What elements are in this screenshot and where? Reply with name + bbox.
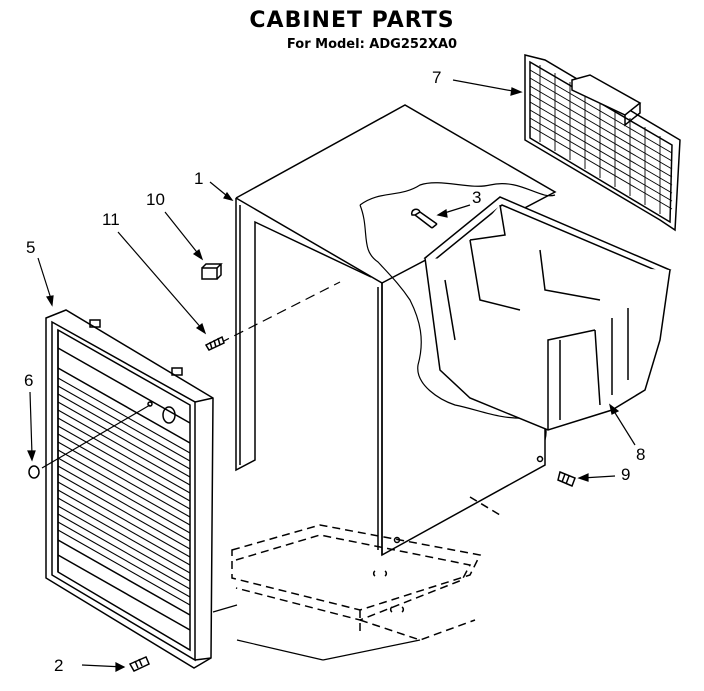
tub-basket [423,196,672,431]
callout-8: 8 [636,445,645,464]
screw-part-2 [128,656,150,672]
callout-7: 7 [432,68,441,87]
screw-part-9 [557,470,576,487]
front-panel-louvers [57,377,191,606]
leader-lines [27,79,636,672]
floor-outline [231,496,501,641]
screw-part-3 [410,208,438,229]
cabinet-back-lines [212,604,421,661]
callout-6: 6 [24,371,33,390]
mount-line-6 [41,404,151,469]
spacer-part-10 [201,263,223,280]
callout-5: 5 [26,238,35,257]
callout-9: 9 [621,465,630,484]
callout-3: 3 [472,188,481,207]
callout-10: 10 [146,190,165,209]
callout-2: 2 [54,656,63,675]
filter-lid [524,54,681,232]
screw-part-11 [204,335,225,351]
mount-line-11 [219,281,341,344]
page-title: CABINET PARTS [249,8,455,33]
mount-holes [372,455,544,613]
filter-mesh [529,65,673,214]
callout-1: 1 [194,169,203,188]
page-subtitle: For Model: ADG252XA0 [286,37,458,52]
callout-11: 11 [102,210,120,229]
front-panel [45,309,214,669]
plug-part-6 [28,465,40,479]
